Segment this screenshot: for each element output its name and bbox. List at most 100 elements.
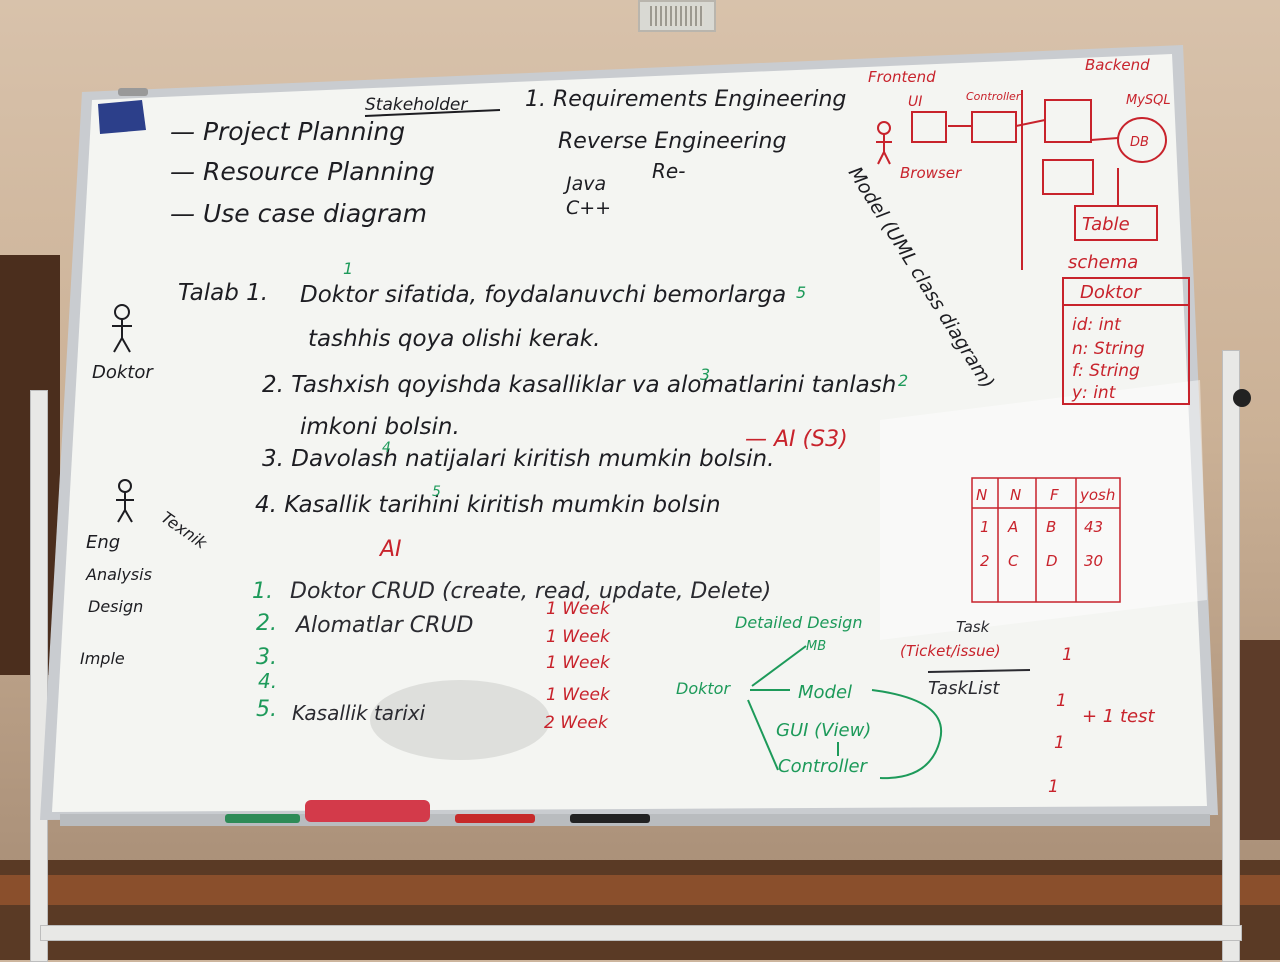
analysis-label: Analysis xyxy=(85,565,152,584)
red-marker[interactable] xyxy=(455,814,535,823)
dd-model: Model xyxy=(798,682,852,703)
plan-text-5: Kasallik tarixi xyxy=(292,701,426,725)
num-1: 1 xyxy=(343,259,353,278)
dd-arrows xyxy=(747,645,943,780)
class-field-f: f: String xyxy=(1072,361,1140,381)
table-h-1: N xyxy=(1010,486,1021,504)
architecture-diagram xyxy=(911,90,1190,405)
task-one-2: 1 xyxy=(1056,691,1067,711)
plan-num-1: 1. xyxy=(252,579,273,604)
ai-label: AI xyxy=(378,537,402,562)
req2-line1: 2. Tashxish qoyishda kasalliklar va alom… xyxy=(262,372,896,398)
stakeholder-label: Stakeholder xyxy=(365,95,468,115)
re-label: Re- xyxy=(652,159,685,183)
num-2: 2 xyxy=(898,371,908,390)
plan-num-3: 3. xyxy=(256,645,277,670)
doktor-actor-icon xyxy=(112,304,132,353)
dd-controller: Controller xyxy=(778,756,869,777)
req3: 3. Davolash natijalari kiritish mumkin b… xyxy=(262,446,774,472)
num-5: 5 xyxy=(796,283,806,302)
task-one-4: 1 xyxy=(1048,777,1059,797)
ceiling-vent xyxy=(638,0,716,32)
ai-s3: — AI (S3) xyxy=(745,427,848,452)
task-label: Task xyxy=(956,618,991,636)
tasklist-label: TaskList xyxy=(928,678,1000,699)
imple-label: Imple xyxy=(80,649,125,668)
table-h-3: yosh xyxy=(1079,486,1115,504)
table-h-2: F xyxy=(1050,486,1059,504)
browser-actor-icon xyxy=(876,121,892,165)
board-surface xyxy=(52,54,1207,812)
plan-num-4: 4. xyxy=(258,669,277,693)
detailed-design-title: Detailed Design xyxy=(735,613,862,632)
frontend-label: Frontend xyxy=(868,68,936,86)
class-field-n: n: String xyxy=(1072,339,1145,359)
table-r1-c3: 30 xyxy=(1084,552,1103,570)
class-title: Doktor xyxy=(1080,282,1142,303)
mysql-label: MySQL xyxy=(1126,93,1171,108)
ticket-label: (Ticket/issue) xyxy=(900,642,1001,660)
table-r0-c0: 1 xyxy=(980,518,990,536)
dd-gui: GUI (View) xyxy=(776,720,871,741)
plan-est-3: 1 Week xyxy=(546,653,611,673)
table-label: Table xyxy=(1082,214,1130,235)
test-label: + 1 test xyxy=(1082,706,1155,727)
magnets xyxy=(118,88,148,96)
design-label: Design xyxy=(88,597,143,616)
req1-line2: tashhis qoya olishi kerak. xyxy=(308,326,600,352)
person-shadow xyxy=(370,680,550,760)
task-one-1: 1 xyxy=(1062,645,1073,665)
mb-label: MB xyxy=(806,639,826,654)
talab-label: Talab 1. xyxy=(178,280,268,306)
plan-text-1: Doktor CRUD (create, read, update, Delet… xyxy=(290,579,771,604)
note-resource-planning: — Resource Planning xyxy=(170,157,435,186)
java-label: Java xyxy=(562,173,606,195)
plan-est-4: 1 Week xyxy=(546,685,611,705)
stand-knob[interactable] xyxy=(1233,389,1251,407)
green-marker[interactable] xyxy=(225,814,300,823)
plan-num-2: 2. xyxy=(256,611,277,636)
black-marker[interactable] xyxy=(570,814,650,823)
req1-line1: Doktor sifatida, foydalanuvchi bemorlarg… xyxy=(300,282,786,308)
cpp-label: C++ xyxy=(566,197,611,219)
reverse-engineering: Reverse Engineering xyxy=(558,129,786,154)
task-one-3: 1 xyxy=(1054,733,1065,753)
eraser[interactable] xyxy=(305,800,430,822)
ui-label: UI xyxy=(908,94,922,110)
plan-est-5: 2 Week xyxy=(544,713,609,733)
class-field-y: y: int xyxy=(1071,383,1117,403)
backend-label: Backend xyxy=(1085,56,1150,74)
table-r1-c2: D xyxy=(1046,552,1058,570)
browser-label: Browser xyxy=(900,164,962,182)
num-3: 3 xyxy=(700,365,710,384)
glare xyxy=(880,380,1207,640)
stand-crossbar xyxy=(40,925,1242,941)
table-r0-c1: A xyxy=(1007,518,1018,536)
plan-text-2: Alomatlar CRUD xyxy=(294,613,473,638)
eng-actor-icon xyxy=(116,479,134,523)
plan-est-1: 1 Week xyxy=(546,599,611,619)
dd-doktor: Doktor xyxy=(676,679,731,698)
plan-est-2: 1 Week xyxy=(546,627,611,647)
table-h-0: N xyxy=(976,486,987,504)
eng-label: Eng xyxy=(86,532,120,553)
table-r1-c0: 2 xyxy=(980,552,990,570)
requirements-title: 1. Requirements Engineering xyxy=(525,87,846,112)
req4: 4. Kasallik tarihini kiritish mumkin bol… xyxy=(255,492,721,518)
data-table xyxy=(971,477,1121,603)
table-r0-c3: 43 xyxy=(1084,518,1103,536)
desk-edge xyxy=(0,875,1280,905)
num-5b: 5 xyxy=(432,484,441,500)
db-label: DB xyxy=(1130,135,1149,150)
right-cabinet xyxy=(1240,640,1280,840)
table-r1-c1: C xyxy=(1008,552,1019,570)
board-logo xyxy=(98,100,146,134)
class-field-id: id: int xyxy=(1072,315,1122,335)
note-use-case: — Use case diagram xyxy=(170,199,427,228)
plan-num-5: 5. xyxy=(256,697,277,722)
table-r0-c2: B xyxy=(1046,518,1056,536)
note-project-planning: — Project Planning xyxy=(170,117,405,146)
schema-label: schema xyxy=(1068,252,1138,273)
controller-label: Controller xyxy=(966,90,1022,103)
